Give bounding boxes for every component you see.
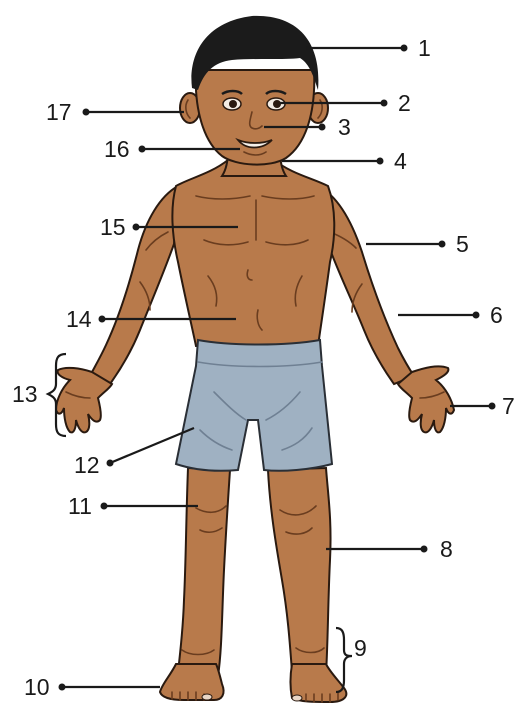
label-8: 8	[440, 536, 453, 562]
label-2: 2	[398, 90, 411, 116]
callout-5: 5	[366, 231, 469, 257]
callout-4: 4	[282, 148, 407, 174]
label-3: 3	[338, 114, 351, 140]
label-4: 4	[394, 148, 407, 174]
label-17: 17	[46, 99, 72, 125]
callout-6: 6	[398, 302, 503, 328]
right-leg	[178, 468, 230, 676]
callout-13: 13	[12, 354, 66, 436]
label-13: 13	[12, 381, 38, 407]
right-foot	[160, 664, 224, 700]
label-14: 14	[66, 306, 92, 332]
label-10: 10	[24, 674, 50, 700]
label-7: 7	[502, 393, 515, 419]
boy-figure	[56, 16, 454, 702]
label-9: 9	[354, 635, 367, 661]
callout-1: 1	[306, 35, 431, 61]
callout-12: 12	[74, 428, 194, 478]
left-hand	[398, 366, 454, 432]
callout-10: 10	[24, 674, 160, 700]
callout-8: 8	[326, 536, 453, 562]
callout-11: 11	[68, 493, 198, 519]
label-11: 11	[68, 493, 92, 519]
shorts	[176, 340, 332, 471]
label-1: 1	[418, 35, 431, 61]
callout-17: 17	[46, 99, 184, 125]
label-15: 15	[100, 214, 126, 240]
label-5: 5	[456, 231, 469, 257]
callout-7: 7	[450, 393, 515, 419]
label-12: 12	[74, 452, 100, 478]
head	[196, 70, 315, 165]
label-6: 6	[490, 302, 503, 328]
left-leg	[268, 468, 331, 674]
label-16: 16	[104, 136, 130, 162]
